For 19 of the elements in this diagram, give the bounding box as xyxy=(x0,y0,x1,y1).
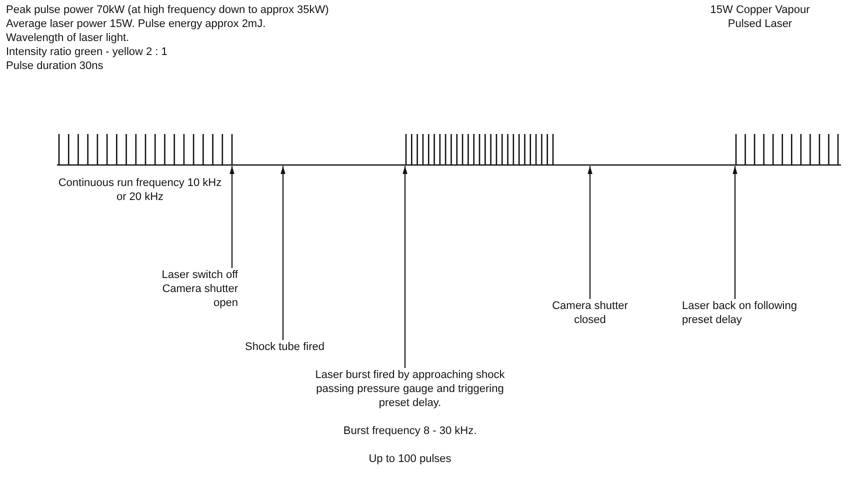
spec-line: Peak pulse power 70kW (at high frequency down to approx 35kW) xyxy=(6,3,330,17)
burst-note: Up to 100 pulses xyxy=(368,452,452,466)
event-annotation: Shock tube fired xyxy=(245,340,326,354)
arrow xyxy=(402,166,408,368)
event-annotation: Laser burst fired by approaching shock passing pressure gauge and triggering preset delay. xyxy=(314,368,506,410)
spec-line: Pulse duration 30ns xyxy=(6,59,104,73)
spec-line: Average laser power 15W. Pulse energy approx 2mJ. xyxy=(6,17,267,31)
arrow xyxy=(732,166,738,299)
spec-line: Wavelength of laser light. xyxy=(6,31,130,45)
spec-line: Intensity ratio green - yellow 2 : 1 xyxy=(6,45,168,59)
arrow xyxy=(280,166,286,340)
frequency-note: Continuous run frequency 10 kHz or 20 kHz xyxy=(57,176,223,204)
event-annotation: Camera shutter closed xyxy=(551,299,629,327)
event-annotation: Laser back on following preset delay xyxy=(682,299,798,327)
burst-note: Burst frequency 8 - 30 kHz. xyxy=(342,424,478,438)
event-annotation: Laser switch off Camera shutter open xyxy=(160,268,238,310)
arrow xyxy=(588,166,592,299)
laser-title: 15W Copper Vapour Pulsed Laser xyxy=(709,3,811,31)
arrow xyxy=(230,166,234,268)
